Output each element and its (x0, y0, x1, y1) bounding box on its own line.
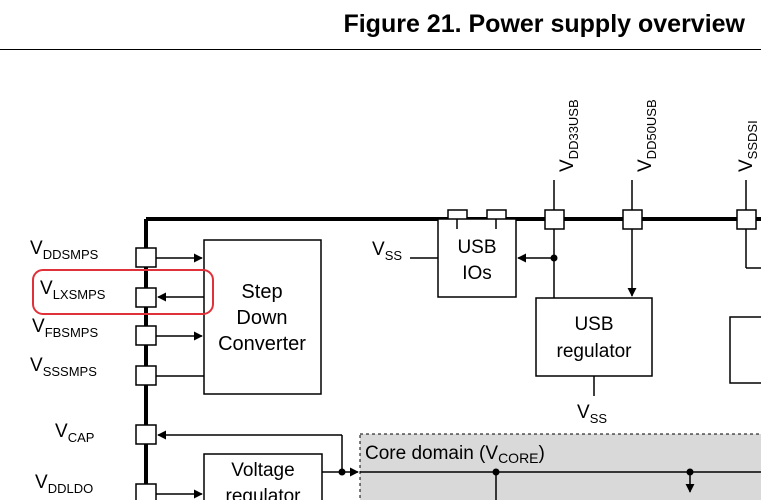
voltage-regulator-label-line2: regulator (226, 486, 302, 500)
vfbsmps-pad (135, 325, 157, 346)
voltage-regulator-label-line1: Voltage (231, 460, 294, 481)
vlxsmps-highlight (32, 269, 214, 315)
vdd33usb-pad (544, 209, 565, 230)
vddsmps-label: VDDSMPS (30, 238, 99, 262)
usb-regulator-label-line2: regulator (557, 341, 633, 362)
vssdsi-pad (736, 209, 757, 230)
vddsmps-pad (135, 247, 157, 268)
vlxsmps-label: VLXSMPS (40, 278, 106, 302)
core-domain-label: Core domain (VCORE) (365, 443, 545, 466)
title-rule (0, 49, 761, 50)
figure-title: Figure 21. Power supply overview (343, 10, 745, 38)
voltage-regulator-block (203, 453, 323, 500)
vssdsi-label: VSSDSI (736, 120, 760, 172)
vsssmps-pad (135, 365, 157, 386)
usb-regulator-block (535, 297, 653, 377)
step-down-label-line1: Step (241, 281, 282, 303)
step-down-converter-block (203, 239, 322, 395)
dsi-block-partial (729, 316, 761, 384)
vsssmps-label: VSSSMPS (30, 355, 97, 379)
usb-regulator-label-line1: USB (574, 314, 613, 335)
vdd50usb-label: VDD50USB (635, 99, 659, 172)
vcap-label: VCAP (55, 421, 94, 445)
vddldo-pad (135, 483, 157, 500)
usb-ios-label-line2: IOs (462, 263, 492, 284)
vfbsmps-label: VFBSMPS (32, 316, 98, 340)
vss-usb-io-label: VSS (372, 239, 402, 263)
vdd33usb-label: VDD33USB (557, 99, 581, 172)
usb-ios-block (437, 218, 517, 298)
vss-usb-reg-label: VSS (577, 402, 607, 426)
step-down-label-line3: Converter (218, 333, 306, 355)
vddldo-label: VDDLDO (35, 472, 93, 496)
vdd50usb-pad (622, 209, 643, 230)
usb-ios-label-line1: USB (457, 237, 496, 258)
vlxsmps-pad (135, 287, 157, 308)
vcap-pad (135, 424, 157, 445)
step-down-label-line2: Down (236, 307, 287, 329)
